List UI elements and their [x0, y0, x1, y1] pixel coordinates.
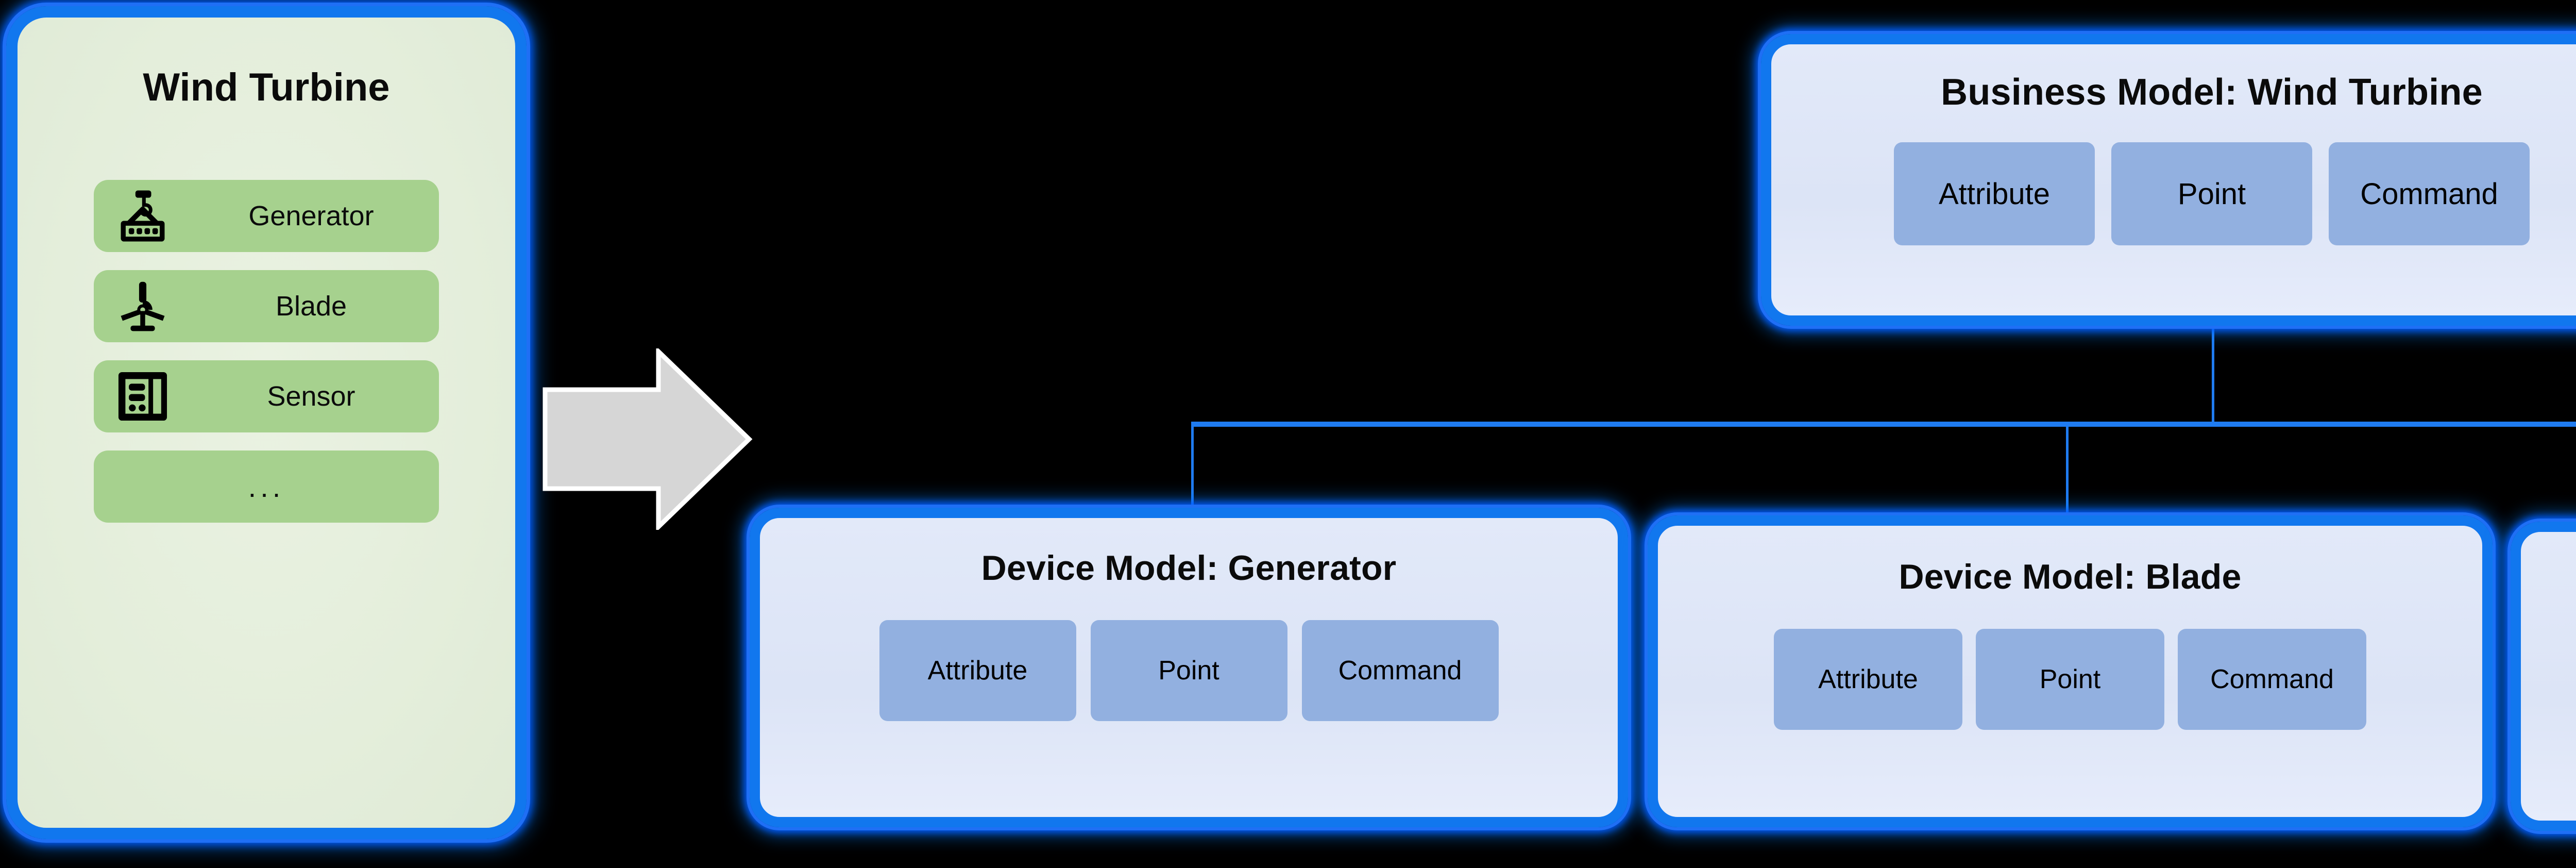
chip-label: Point — [1158, 656, 1219, 686]
connector-business-to-bus — [2212, 326, 2214, 425]
chip-label: Point — [2039, 664, 2101, 694]
source-row-sensor[interactable]: Sensor — [94, 360, 439, 432]
chip-label: Command — [1338, 656, 1462, 686]
chip-point[interactable]: Point — [1090, 620, 1287, 721]
device-model-card-blade[interactable]: Device Model: Blade Attribute Point Comm… — [1648, 515, 2493, 827]
connector-drop-blade — [2066, 424, 2069, 522]
source-row-label: ... — [248, 470, 285, 503]
source-panel-title: Wind Turbine — [143, 65, 390, 109]
source-row-label: Sensor — [267, 381, 355, 412]
connector-drop-generator — [1191, 424, 1194, 516]
source-panel-wind-turbine: Wind Turbine Generator — [6, 6, 527, 839]
chip-point[interactable]: Point — [1976, 629, 2164, 730]
chip-label: Attribute — [927, 656, 1028, 686]
sensor-device-panel-icon — [94, 360, 192, 432]
chip-command[interactable]: Command — [1301, 620, 1499, 721]
source-row-generator[interactable]: Generator — [94, 180, 439, 252]
source-row-more[interactable]: ... — [94, 450, 439, 523]
right-block-arrow-icon — [541, 346, 753, 532]
chip-attribute[interactable]: Attribute — [1774, 629, 1962, 730]
chip-label: Command — [2210, 664, 2334, 694]
chip-attribute[interactable]: Attribute — [879, 620, 1076, 721]
source-row-label: Blade — [275, 291, 347, 322]
business-model-card[interactable]: Business Model: Wind Turbine Attribute P… — [1761, 34, 2576, 326]
connector-horizontal-bus — [1191, 422, 2576, 427]
chip-command[interactable]: Command — [2178, 629, 2366, 730]
device-model-title: Device Model: Blade — [1899, 557, 2242, 596]
device-model-title: Device Model: Sensor — [2521, 561, 2576, 601]
wind-turbine-icon — [94, 270, 192, 342]
crane-hook-container-icon — [94, 180, 192, 252]
device-model-card-generator[interactable]: Device Model: Generator Attribute Point … — [750, 508, 1628, 827]
source-row-blade[interactable]: Blade — [94, 270, 439, 342]
device-model-title: Device Model: Generator — [981, 548, 1397, 588]
business-model-title: Business Model: Wind Turbine — [1941, 72, 2483, 113]
chip-label: Command — [2360, 177, 2498, 211]
chip-attribute[interactable]: Attribute — [1894, 142, 2095, 245]
chip-label: Attribute — [1939, 177, 2050, 211]
chip-command[interactable]: Command — [2329, 142, 2530, 245]
chip-point[interactable]: Point — [2111, 142, 2312, 245]
chip-label: Point — [2177, 177, 2246, 211]
source-row-label: Generator — [248, 201, 374, 231]
chip-label: Attribute — [1818, 664, 1918, 694]
device-model-card-sensor[interactable]: Device Model: Sensor Attribute Point Com… — [2511, 522, 2576, 831]
